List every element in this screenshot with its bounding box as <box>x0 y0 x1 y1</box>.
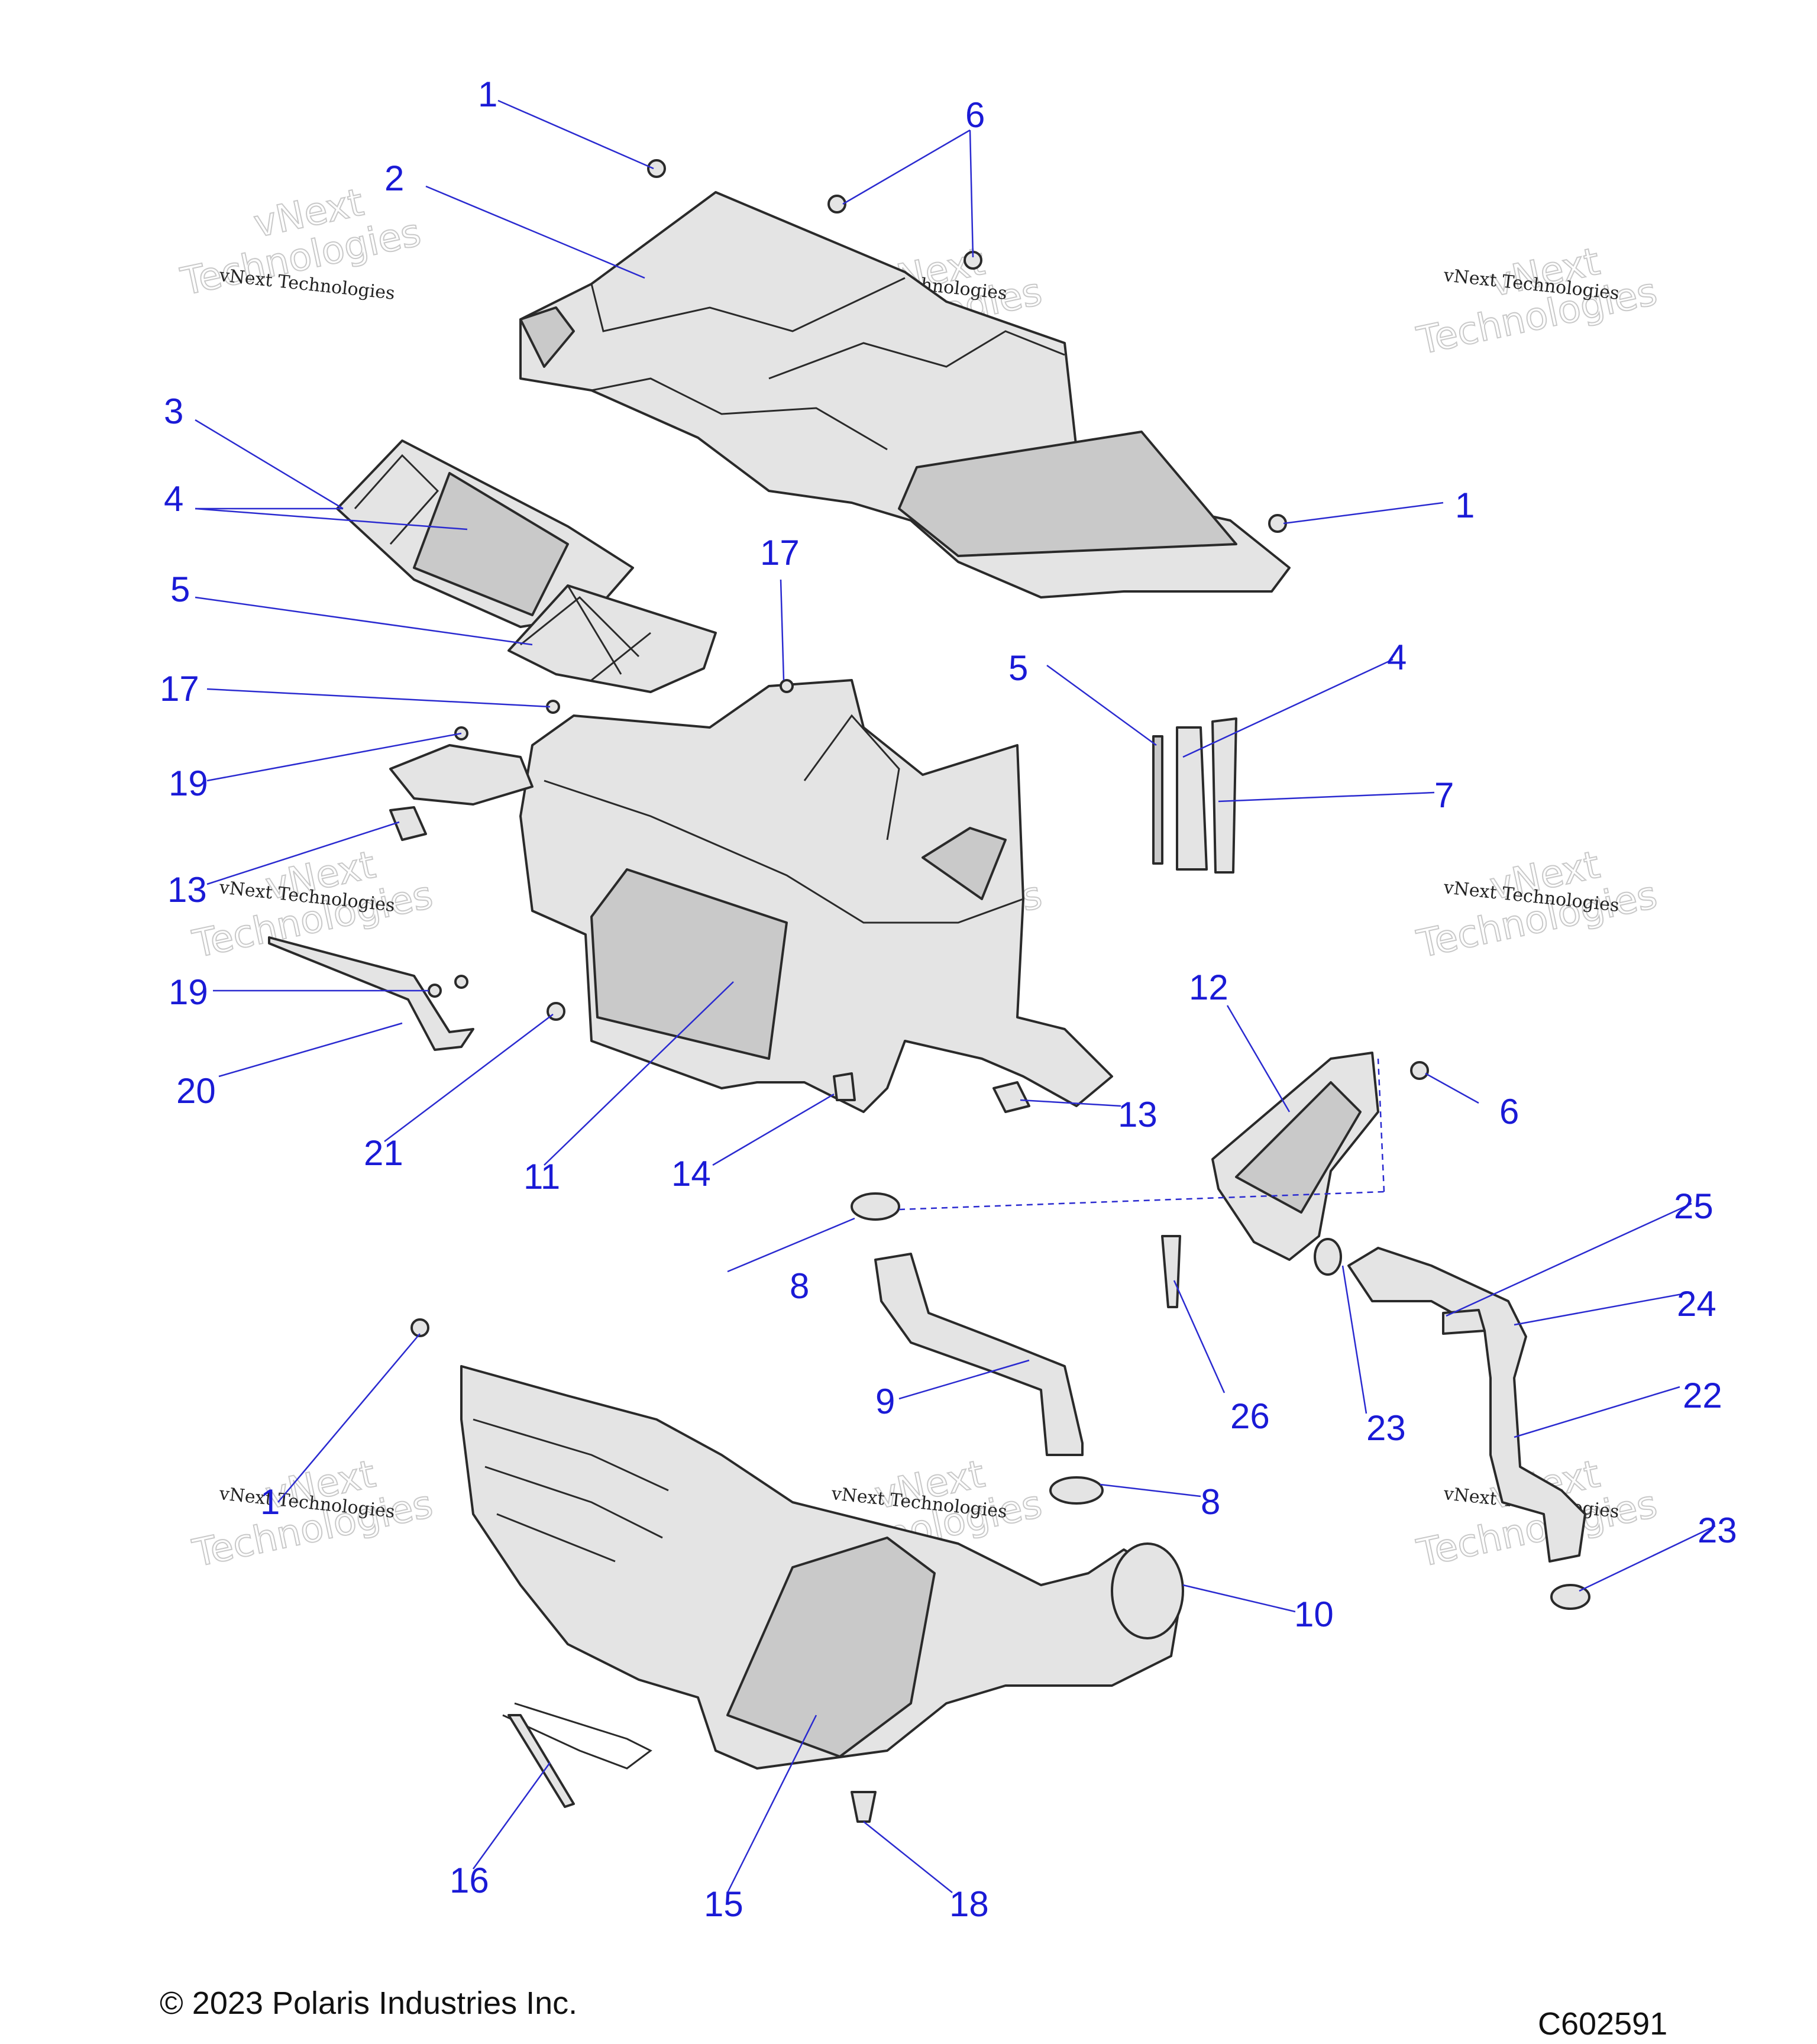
callout-10: 10 <box>1294 1595 1334 1634</box>
callout-6-b: 6 <box>1499 1092 1519 1131</box>
callout-23-b: 23 <box>1698 1511 1737 1550</box>
callout-12: 12 <box>1189 968 1228 1007</box>
callout-4-b: 4 <box>1387 638 1407 677</box>
callout-1-c: 1 <box>260 1482 280 1522</box>
part-upper-cover <box>519 191 1291 599</box>
copyright-text: © 2023 Polaris Industries Inc. <box>160 1985 577 2021</box>
callout-20: 20 <box>176 1071 216 1111</box>
drawing-number: C602591 <box>1538 2006 1667 2042</box>
callout-17: 17 <box>760 533 800 573</box>
callout-22: 22 <box>1683 1376 1722 1415</box>
callout-26: 26 <box>1230 1396 1270 1436</box>
callout-15: 15 <box>704 1884 743 1924</box>
part-pipe-right <box>1347 1247 1586 1563</box>
part-reservoir <box>1211 1052 1379 1261</box>
part-clamp <box>851 1192 1104 1505</box>
callout-23: 23 <box>1366 1408 1406 1448</box>
callout-19: 19 <box>169 764 208 803</box>
part-side-panels <box>1152 717 1237 874</box>
callout-8: 8 <box>790 1266 809 1306</box>
callout-6: 6 <box>965 95 985 135</box>
callout-21: 21 <box>364 1133 403 1173</box>
callout-9: 9 <box>875 1382 895 1421</box>
callout-numbers: 1 2 3 4 5 6 7 8 9 10 11 12 13 14 15 16 1… <box>160 75 1737 1924</box>
part-filter-assembly-left <box>336 439 717 693</box>
callout-2: 2 <box>384 159 404 198</box>
callout-17-b: 17 <box>160 669 199 709</box>
callout-7-a: 7 <box>1434 775 1454 815</box>
callout-13-b: 13 <box>1118 1095 1158 1134</box>
part-lower-airbox <box>389 679 1113 1113</box>
callout-3: 3 <box>164 392 183 431</box>
callout-11: 11 <box>523 1157 560 1196</box>
part-hose <box>874 1253 1084 1456</box>
callout-5-b: 5 <box>1008 648 1028 688</box>
callout-1-b: 1 <box>1455 486 1475 525</box>
callout-14: 14 <box>671 1154 711 1194</box>
callout-5: 5 <box>170 570 190 609</box>
callout-16: 16 <box>450 1861 489 1900</box>
callout-13: 13 <box>167 870 207 910</box>
callout-4: 4 <box>164 479 183 519</box>
part-lower-duct <box>460 1365 1184 1770</box>
callout-1: 1 <box>478 75 497 114</box>
callout-18: 18 <box>949 1884 989 1924</box>
callout-25: 25 <box>1674 1186 1713 1226</box>
leader-lines <box>195 99 1716 1893</box>
callout-19-b: 19 <box>169 972 208 1012</box>
callout-24: 24 <box>1677 1284 1716 1324</box>
part-fasteners <box>268 159 1590 1823</box>
callout-8-b: 8 <box>1201 1482 1220 1522</box>
